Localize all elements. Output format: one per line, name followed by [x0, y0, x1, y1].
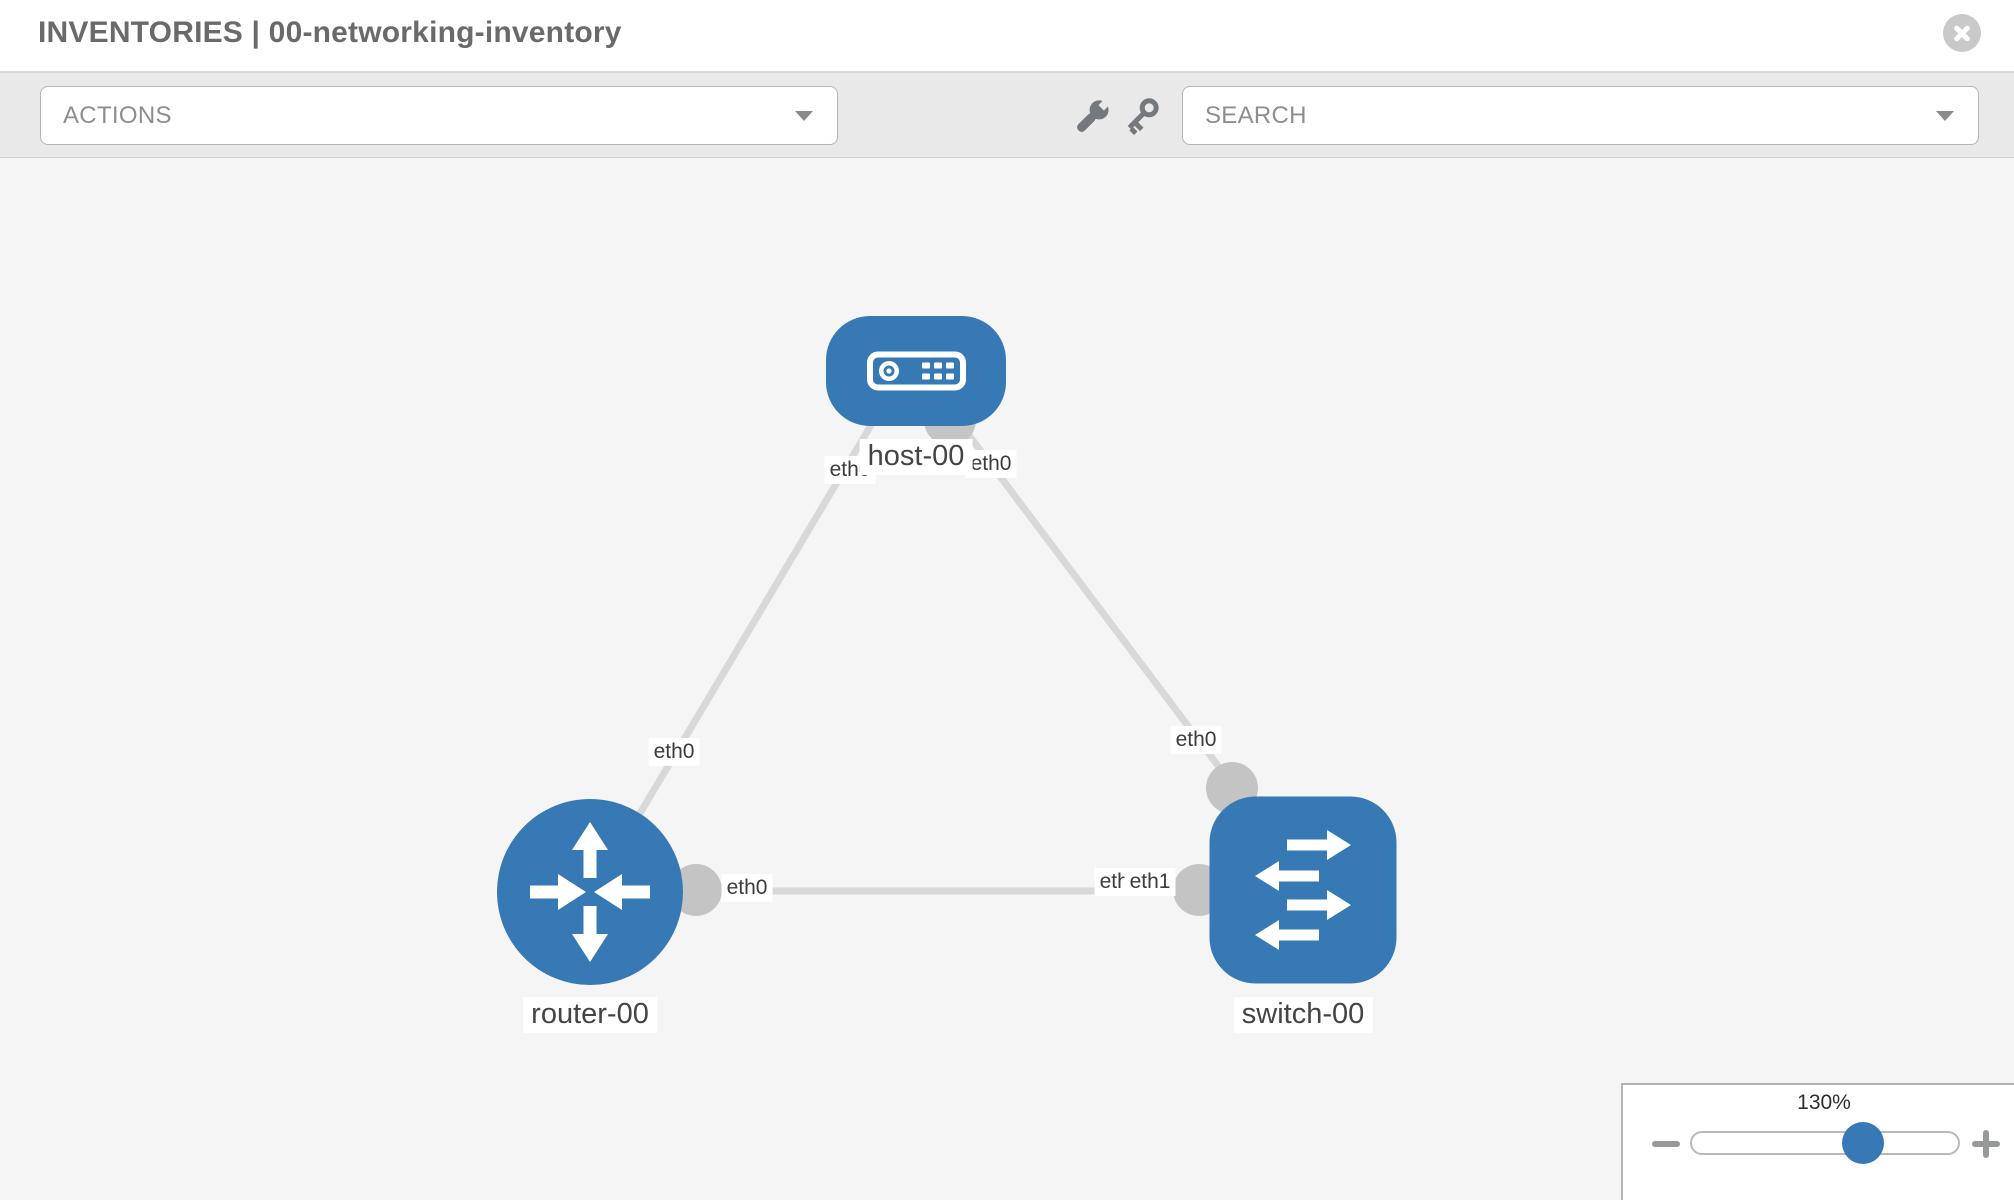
- toolbar: ACTIONS SEARCH: [0, 73, 2014, 158]
- wrench-icon[interactable]: [1070, 95, 1114, 139]
- chevron-down-icon: [1936, 110, 1954, 121]
- zoom-slider-track[interactable]: [1690, 1131, 1960, 1155]
- close-icon: [1943, 14, 1981, 52]
- node-switch-00[interactable]: [1209, 796, 1397, 984]
- chevron-down-icon: [795, 110, 813, 121]
- zoom-in-icon[interactable]: [1970, 1128, 2002, 1160]
- search-dropdown[interactable]: SEARCH: [1182, 86, 1979, 145]
- node-router-00[interactable]: [497, 799, 683, 985]
- zoom-level-value: 130%: [1797, 1091, 1851, 1114]
- actions-dropdown-label: ACTIONS: [63, 101, 172, 129]
- zoom-out-icon[interactable]: [1650, 1128, 1682, 1160]
- topology-canvas[interactable]: [0, 158, 2014, 1200]
- actions-dropdown[interactable]: ACTIONS: [40, 86, 838, 145]
- search-dropdown-label: SEARCH: [1205, 101, 1307, 129]
- close-button[interactable]: [1943, 14, 1981, 52]
- page-title: INVENTORIES | 00-networking-inventory: [38, 16, 622, 49]
- topology-link: [947, 407, 1243, 798]
- connection-point: [670, 864, 722, 916]
- zoom-panel: 130%: [1621, 1083, 2014, 1200]
- header: INVENTORIES | 00-networking-inventory: [0, 0, 2014, 73]
- key-icon[interactable]: [1118, 95, 1162, 139]
- node-host-00[interactable]: [826, 316, 1006, 426]
- zoom-slider-thumb[interactable]: [1841, 1122, 1884, 1164]
